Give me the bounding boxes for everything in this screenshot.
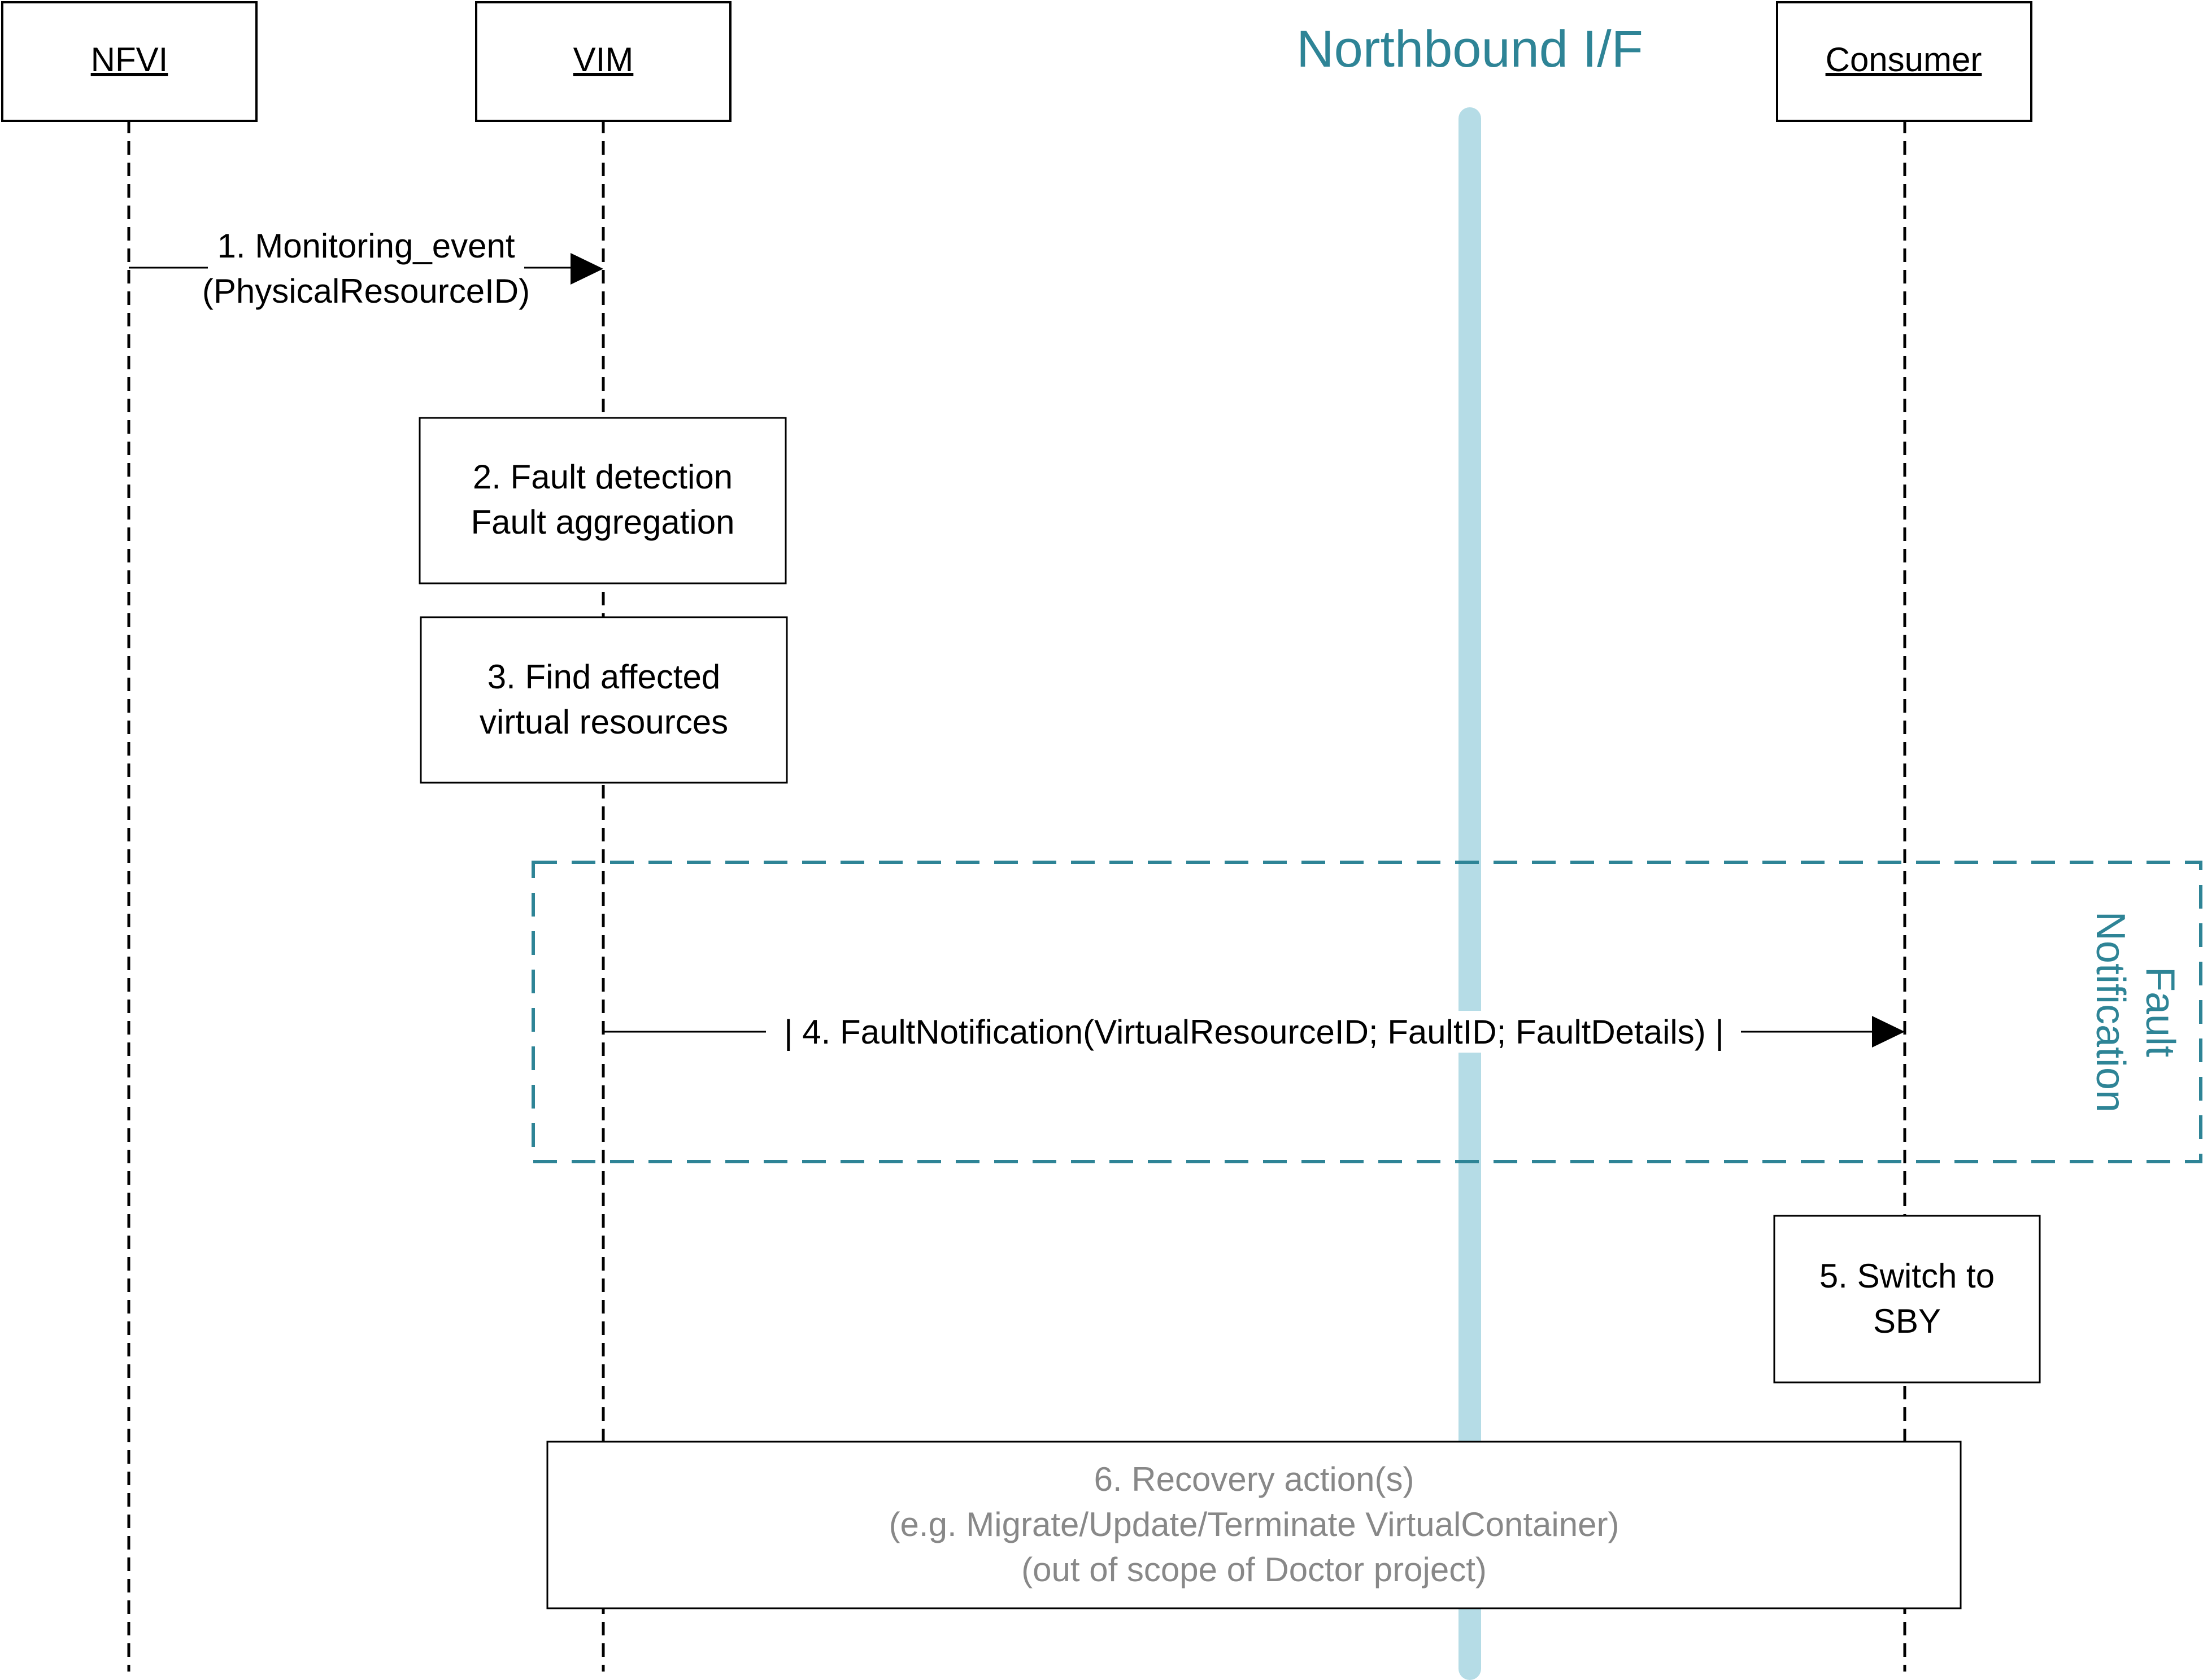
northbound-interface-label: Northbound I/F	[1296, 20, 1643, 78]
activity-2-fault-detection: 2. Fault detection Fault aggregation	[419, 417, 787, 584]
fault-notification-label-line2: Notification	[2088, 911, 2133, 1112]
message-1-label-line2: (PhysicalResourceID)	[202, 272, 530, 310]
activity-6-label-line1: 6. Recovery action(s)	[1094, 1460, 1414, 1498]
fault-notification-group	[532, 861, 2202, 1163]
activity-2-label-line1: 2. Fault detection	[473, 458, 733, 496]
activity-3-label-line2: virtual resources	[480, 703, 728, 741]
participant-consumer-label: Consumer	[1826, 41, 1982, 78]
message-4-fault-notification: | 4. FaultNotification(VirtualResourceID…	[603, 1011, 1905, 1053]
activity-5-label-line1: 5. Switch to	[1819, 1257, 1995, 1295]
message-1-label-line1: 1. Monitoring_event	[217, 227, 515, 265]
participant-vim-label: VIM	[573, 41, 634, 78]
participant-consumer: Consumer	[1776, 1, 2032, 122]
activity-2-label-line2: Fault aggregation	[471, 503, 735, 541]
participant-nfvi-label: NFVI	[91, 41, 168, 78]
fault-notification-label-line1: Fault	[2137, 967, 2183, 1057]
activity-6-label-line2: (e.g. Migrate/Update/Terminate VirtualCo…	[889, 1506, 1619, 1543]
message-1-monitoring-event: 1. Monitoring_event (PhysicalResourceID)	[129, 227, 603, 310]
message-4-label: | 4. FaultNotification(VirtualResourceID…	[784, 1013, 1724, 1051]
activity-3-find-affected: 3. Find affected virtual resources	[420, 616, 788, 784]
message-1-arrowhead	[571, 253, 603, 285]
activity-6-recovery-actions: 6. Recovery action(s) (e.g. Migrate/Upda…	[546, 1441, 1962, 1609]
activity-6-label-line3: (out of scope of Doctor project)	[1021, 1551, 1487, 1589]
fault-notification-group-label: Fault Notification	[2088, 911, 2183, 1112]
participant-vim: VIM	[475, 1, 732, 122]
activity-5-switch-to-sby: 5. Switch to SBY	[1773, 1215, 2041, 1384]
activity-5-label-line2: SBY	[1873, 1302, 1941, 1340]
participant-nfvi: NFVI	[1, 1, 258, 122]
activity-3-label-line1: 3. Find affected	[487, 658, 721, 696]
message-4-arrowhead	[1872, 1016, 1905, 1048]
